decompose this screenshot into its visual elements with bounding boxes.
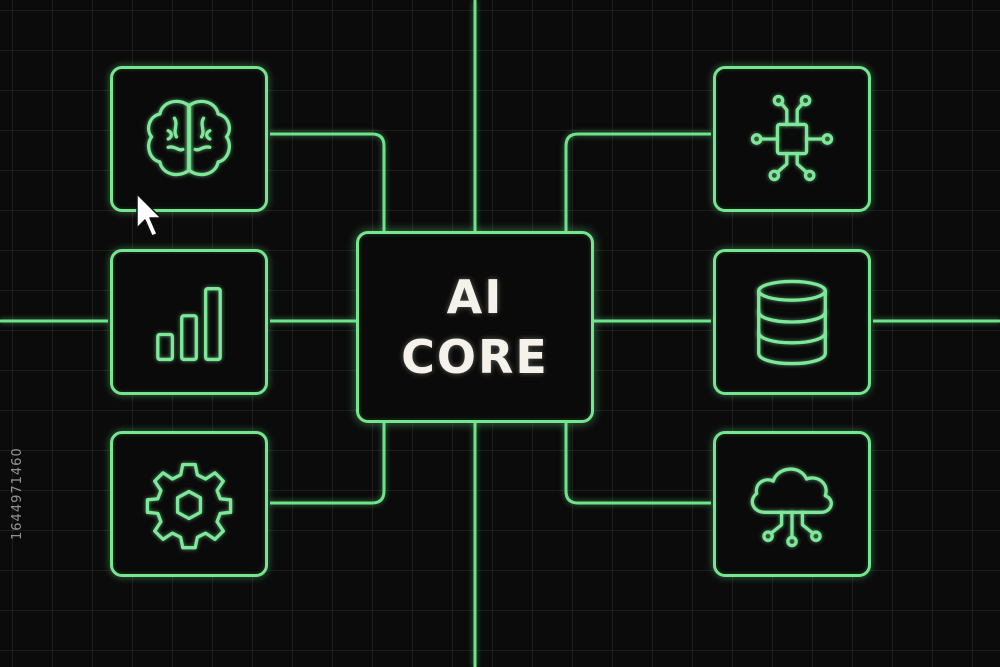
bar-chart-icon <box>156 287 222 362</box>
gear-icon <box>145 462 233 550</box>
core-title-line1: AI <box>446 270 504 324</box>
cloud-network-icon <box>750 467 833 548</box>
brain-icon <box>147 99 231 177</box>
stock-id-watermark: 1644971460 <box>10 447 25 540</box>
chip-network-icon <box>750 94 834 182</box>
mouse-cursor-icon <box>136 193 162 237</box>
database-tile[interactable] <box>713 249 871 395</box>
brain-tile[interactable] <box>110 66 268 212</box>
cloud-network-tile[interactable] <box>713 431 871 577</box>
bar-chart-tile[interactable] <box>110 249 268 395</box>
database-icon <box>757 279 827 366</box>
chip-network-tile[interactable] <box>713 66 871 212</box>
ai-core-block[interactable]: AI CORE <box>356 231 594 423</box>
gear-tile[interactable] <box>110 431 268 577</box>
core-title-line2: CORE <box>401 330 549 384</box>
